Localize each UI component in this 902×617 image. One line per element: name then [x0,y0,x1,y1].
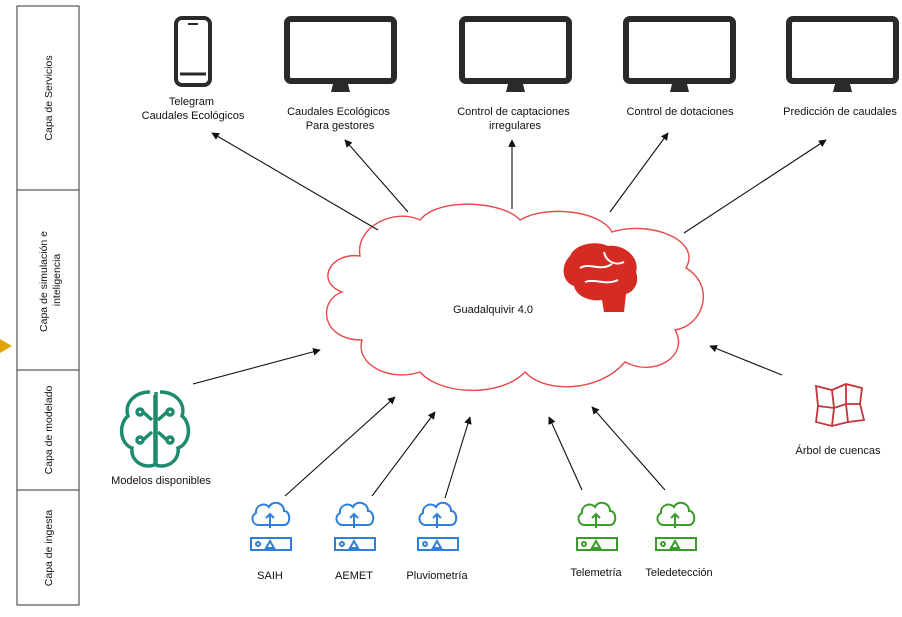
arrow-from-models [192,348,321,385]
models-label: Modelos disponibles [111,475,211,487]
basins-label: Árbol de cuencas [796,444,881,457]
service-label-telegram: Telegram Caudales Ecológicos [142,96,245,122]
arrow-to-telegram [211,132,379,231]
service-label-prediccion: Predicción de caudales [783,106,897,118]
cloud-upload-server-icon [417,501,459,551]
source-label-aemet: AEMET [335,570,373,582]
monitor-icon [284,16,397,92]
arrow-to-dotaciones [609,132,669,213]
brain-icon [563,243,638,312]
monitor-icon [786,16,899,92]
layer-simulation-label: Capa de simulación e inteligencia [38,228,63,332]
layer-bar [16,5,80,606]
phone-icon [174,16,212,87]
cloud-upload-server-icon [576,501,618,551]
arrow-from-telemetria [548,416,583,491]
layer-services-label: Capa de Servicios [43,55,55,140]
cloud-upload-server-icon [655,501,697,551]
service-label-captaciones: Control de captaciones irregulares [457,106,573,132]
layer-ingestion-label: Capa de ingesta [43,510,55,587]
source-label-pluviometria: Pluviometría [406,570,468,582]
arrow-from-basins [709,345,783,376]
basin-map-icon [814,383,866,427]
service-label-dotaciones: Control de dotaciones [626,106,734,118]
source-label-saih: SAIH [257,570,283,582]
layer-modeling-label: Capa de modelado [43,385,55,474]
source-label-teledeteccion: Teledetección [645,567,712,579]
service-label-managers: Caudales Ecológicos Para gestores [287,106,393,132]
arrow-from-saih [284,396,396,497]
pointer-marker [0,339,12,353]
cloud-upload-server-icon [250,501,292,551]
ml-brain-icon [119,390,191,468]
monitor-icon [623,16,736,92]
cloud-upload-server-icon [334,501,376,551]
center-label: Guadalquivir 4.0 [453,304,533,316]
arrow-from-pluviometria [444,416,472,499]
monitor-icon [459,16,572,92]
arrow-to-prediccion [683,139,827,234]
arrow-to-managers [344,139,409,213]
arrow-from-aemet [371,411,436,497]
arrow-from-teledeteccion [591,406,666,491]
guadalquivir-cloud [326,203,704,392]
source-label-telemetria: Telemetría [570,567,622,579]
